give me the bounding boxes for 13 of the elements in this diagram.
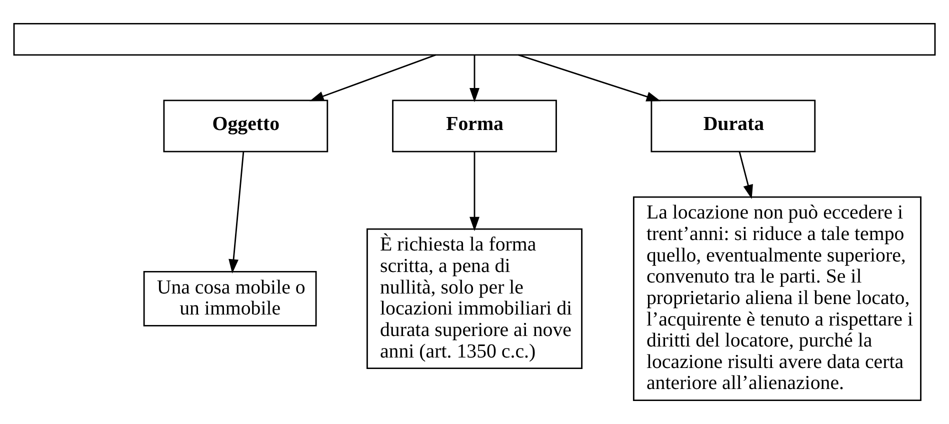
node-box: La locazione non può eccedere i trent’anni: si riduce a tale tempo quello, eventualmente superiore, convenuto tra le parti. Se il proprietario aliena il bene locato, l’acquirente è tenuto a rispettare i diritti del locatore, purché la locazione risulti avere data certa anteriore all’alienazione. <box>632 196 922 402</box>
arrow <box>470 152 480 232</box>
arrow <box>228 152 244 274</box>
node-box: Forma <box>392 100 557 152</box>
node-box: Durata <box>650 100 816 152</box>
arrow <box>738 152 753 199</box>
node-box: È richiesta la forma scritta, a pena di nullità, solo per le locazioni immobiliari di durata superiore ai nove anni (art. 1350 c.c.) <box>366 228 583 370</box>
node-box <box>13 22 936 56</box>
arrow <box>310 54 436 102</box>
arrow <box>518 54 661 102</box>
node-box: Una cosa mobile o un immobile <box>143 270 317 326</box>
node-box: Oggetto <box>163 100 328 152</box>
arrow <box>470 54 480 102</box>
